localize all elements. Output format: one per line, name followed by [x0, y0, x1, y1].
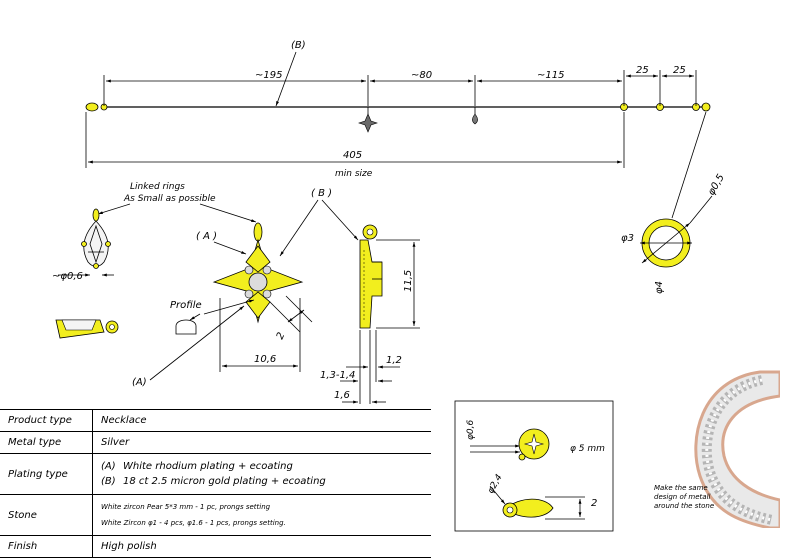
dim-ext-1: 25 — [636, 65, 649, 76]
callout-star-a: ( A ) — [196, 231, 217, 242]
star-center-stone — [248, 272, 268, 292]
stone-line-1: White zircon Pear 5*3 mm - 1 pc, prongs … — [101, 503, 271, 511]
chain-view: ~195 ~80 ~115 25 25 (B) 405 min size — [85, 40, 711, 179]
stone-setting-photo — [694, 370, 780, 528]
detail-side-disc — [504, 498, 554, 518]
ring-outer-dia: φ4 — [654, 281, 665, 294]
metal-type-key: Metal type — [0, 431, 93, 454]
table-row: Plating type (A) White rhodium plating + … — [0, 453, 431, 495]
side-dim-2: 1,3-1,4 — [320, 370, 355, 381]
technical-drawing: ~195 ~80 ~115 25 25 (B) 405 min size φ3 … — [52, 40, 780, 532]
photo-note-2: design of metall — [654, 493, 711, 501]
table-row: Product type Necklace — [0, 409, 431, 432]
detail-box: φ0,6 φ 5 mm φ2,4 2 — [454, 400, 614, 532]
photo-note-1: Make the same — [654, 484, 708, 492]
star-side-body — [359, 239, 383, 329]
spec-table: Product type Necklace Metal type Silver … — [0, 409, 431, 558]
detail-disc-dia: φ 5 mm — [570, 444, 605, 454]
stone-line-2: White Zircon φ1 - 4 pcs, φ1.6 - 1 pcs, p… — [101, 519, 286, 527]
plating-b-tag: (B) — [101, 476, 116, 487]
finish-key: Finish — [0, 535, 93, 558]
jump-ring-detail: φ3 φ0,5 φ4 — [621, 111, 727, 294]
plating-b: 18 ct 2.5 micron gold plating + ecoating — [123, 476, 326, 487]
side-dim-1: 1,2 — [386, 355, 402, 366]
lobster-clasp — [85, 102, 99, 112]
detail-wire-dia: φ0,6 — [466, 419, 476, 440]
dim-total-note: min size — [335, 169, 373, 179]
callout-chain-b: (B) — [291, 40, 306, 51]
note-linked-rings: Linked rings — [130, 182, 185, 192]
dim-total: 405 — [343, 150, 362, 161]
table-row: Stone White zircon Pear 5*3 mm - 1 pc, p… — [0, 494, 431, 536]
profile-shape — [175, 319, 197, 335]
stone-value: White zircon Pear 5*3 mm - 1 pc, prongs … — [92, 494, 431, 536]
pear-stone-dia: ~φ0,6 — [52, 271, 83, 282]
note-small: As Small as possible — [123, 194, 216, 204]
dim-chain-2: ~80 — [411, 70, 432, 81]
star-height: 11,5 — [403, 270, 414, 292]
ring-inner-dia: φ3 — [621, 233, 634, 244]
star-width: 10,6 — [254, 354, 276, 365]
product-type-value: Necklace — [92, 409, 431, 432]
table-row: Finish High polish — [0, 535, 431, 558]
dim-chain-3: ~115 — [537, 70, 564, 81]
table-row: Metal type Silver — [0, 431, 431, 454]
chain-star-pendant — [358, 107, 378, 133]
stone-key: Stone — [0, 494, 93, 536]
pear-pendant-views: Linked rings As Small as possible ~φ0,6 — [52, 182, 257, 339]
metal-type-value: Silver — [92, 431, 431, 454]
plating-a-tag: (A) — [101, 461, 116, 472]
photo-note-3: around the stone — [654, 502, 714, 510]
star-pendant-side: 11,5 1,2 1,3-1,4 1,6 — [320, 224, 420, 404]
detail-thickness: 2 — [591, 498, 597, 509]
product-type-key: Product type — [0, 409, 93, 432]
ring-wire-dia: φ0,5 — [706, 173, 727, 198]
star-pendant-front: ( A ) ( B ) 10,6 2 Profile (A) — [132, 188, 359, 388]
dim-chain-1: ~195 — [255, 70, 282, 81]
pear-stone — [83, 220, 109, 267]
star-thickness: 2 — [275, 331, 288, 341]
plating-a: White rhodium plating + ecoating — [123, 461, 293, 472]
chain-drop-pendant — [472, 107, 478, 125]
dim-ext-2: 25 — [673, 65, 686, 76]
callout-star-a2: (A) — [132, 377, 147, 388]
profile-label: Profile — [170, 300, 202, 311]
callout-star-b: ( B ) — [311, 188, 332, 199]
plating-type-key: Plating type — [0, 453, 93, 495]
extension-end-ring — [701, 102, 711, 112]
finish-value: High polish — [92, 535, 431, 558]
plating-type-value: (A) White rhodium plating + ecoating (B) 1… — [92, 453, 431, 495]
side-dim-3: 1,6 — [334, 390, 350, 401]
